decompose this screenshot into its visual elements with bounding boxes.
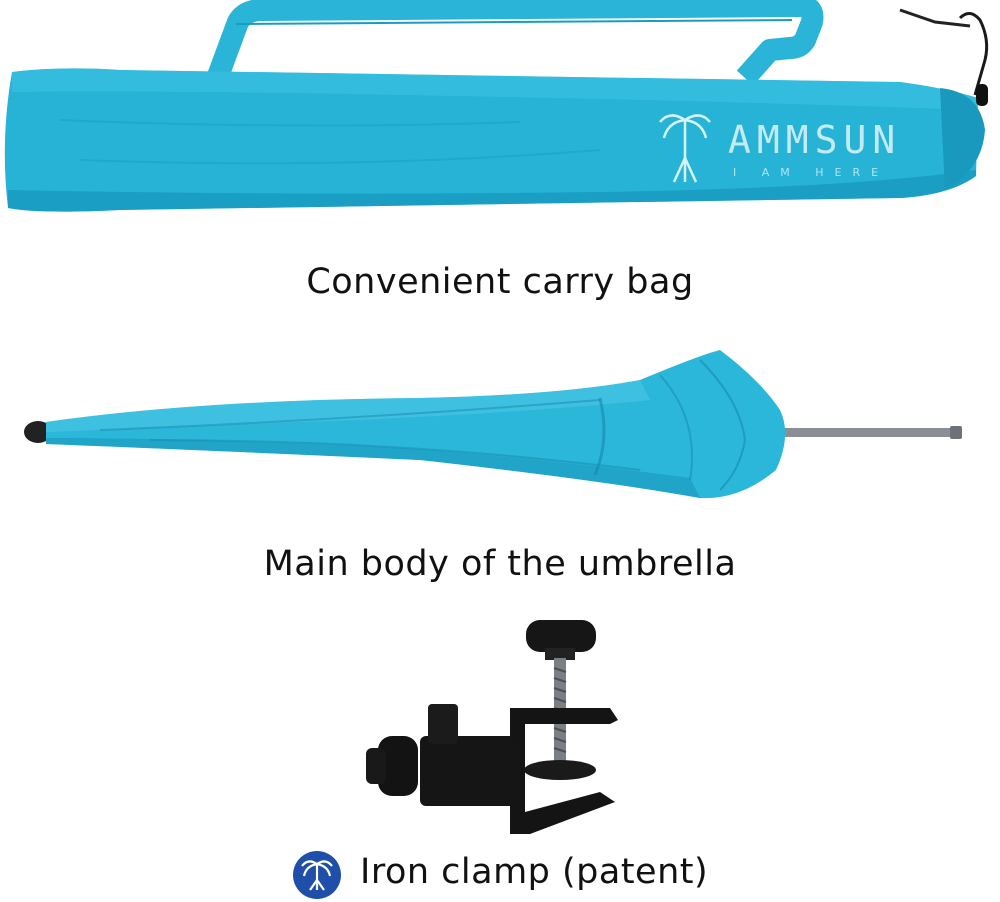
caption-iron-clamp: Iron clamp (patent) xyxy=(360,852,709,892)
palm-tree-logo-icon xyxy=(293,851,341,899)
caption-carry-bag: Convenient carry bag xyxy=(306,262,694,302)
umbrella-icon xyxy=(24,350,962,499)
caption-umbrella-body: Main body of the umbrella xyxy=(263,544,737,584)
bag-tagline-text: I AM HERE xyxy=(733,166,890,179)
clamp-icon xyxy=(366,620,618,834)
bag-brand-text: AMMSUN xyxy=(728,118,902,162)
carry-bag-icon xyxy=(4,0,989,212)
